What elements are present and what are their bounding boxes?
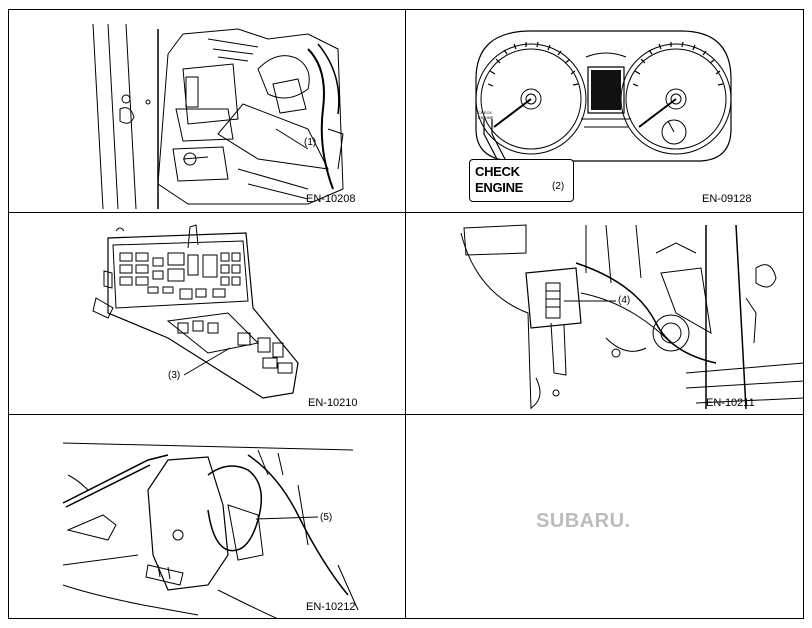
divider-row-2 [8,414,804,415]
illustration-fuse-box [8,213,405,414]
figure-panel-4: (4) EN-10211 [406,213,804,414]
check-engine-line-1: CHECK [475,164,520,179]
illustration-instrument-cluster [406,9,804,212]
callout-label: (3) [168,370,181,381]
check-engine-line-2: ENGINE [475,180,524,195]
figure-code: EN-10210 [308,397,358,409]
callout-label: (5) [320,512,333,523]
callout-label: (2) [552,181,565,192]
figure-panel-6: SUBARU. [406,415,804,619]
frame-right [803,9,804,619]
illustration-engine-bay-1 [8,9,405,212]
figure-code: EN-10208 [306,193,356,205]
check-engine-label-box [469,159,574,202]
figure-panel-3: (3) EN-10210 [8,213,405,414]
figure-panel-1: (1) EN-10208 [8,9,405,212]
check-engine-small-indicator: CHECK ENGINE [478,110,494,120]
figure-code: EN-09128 [702,193,752,205]
frame-left [8,9,9,619]
frame-top [8,9,804,10]
subaru-logo: SUBARU. [536,510,631,532]
callout-label: (4) [618,295,631,306]
figure-sheet: (1) EN-10208 [8,9,804,619]
figure-code: EN-10211 [706,397,755,409]
figure-panel-5: (5) EN-10212 [8,415,405,619]
divider-row-1 [8,212,804,213]
illustration-sensor-connector [406,213,804,414]
frame-bottom [8,618,804,619]
illustration-harness-connector [8,415,405,619]
figure-code: EN-10212 [306,601,356,613]
callout-label: (1) [304,137,317,148]
figure-panel-2: CHECK ENGINE CHECK ENGINE (2) EN-09128 [406,9,804,212]
divider-vertical [405,9,406,619]
